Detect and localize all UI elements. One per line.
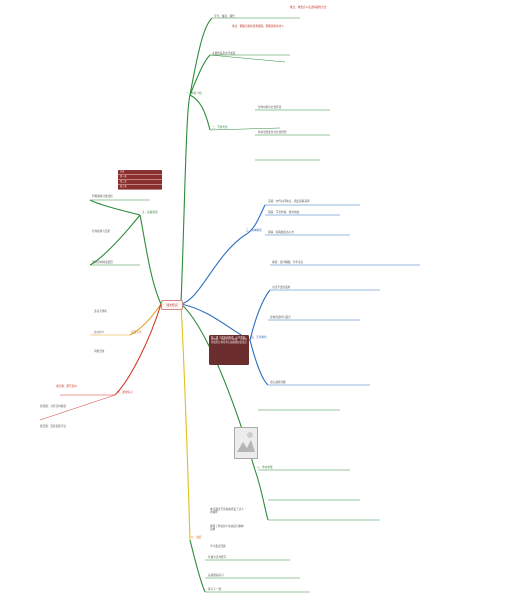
central-topic[interactable]: 课文知识 (161, 300, 183, 310)
sticker-line: 第一章 (118, 175, 162, 180)
node-top-green-2[interactable]: 主要作品及文学成就 (212, 52, 236, 55)
node-top-green-0[interactable]: 一、作者介绍 (186, 92, 202, 95)
node-blue-2[interactable]: 颔联：写景抒情，情景交融 (268, 211, 300, 214)
node-top-red-0[interactable]: 重点：把握诗歌的思想感情，理解意象的含义 (232, 25, 284, 28)
node-blue-4[interactable]: 尾联：直抒胸臆，升华主旨 (272, 261, 304, 264)
sticker-line: 第二章 (118, 180, 162, 185)
node-top-green-5[interactable]: 作者思想变化与仕途经历 (258, 131, 287, 134)
node-left-0[interactable]: 五、拓展阅读 (142, 211, 158, 214)
sticker-line: 第三章 (118, 185, 162, 190)
node-blue-0[interactable]: 三、文本解读 (246, 229, 262, 232)
node-blue-5[interactable]: 四、艺术特色 (251, 336, 267, 339)
node-bgreen-3[interactable]: 预习下一课 (208, 588, 221, 591)
node-blue-6[interactable]: 对比手法的运用 (272, 286, 291, 289)
node-left-1[interactable]: 同类题材诗歌比较 (92, 195, 113, 198)
node-top-green-4[interactable]: 创作时期与社会环境 (258, 106, 282, 109)
node-bgreen-2[interactable]: 完成课后练习 (208, 574, 224, 577)
node-red-3[interactable]: 鉴赏题：赏析表现手法 (40, 425, 66, 428)
node-red-2[interactable]: 简答题：分析诗句情感 (40, 405, 66, 408)
node-yellow-2[interactable]: 体现了作者的人生态度与精神追求 (210, 525, 244, 532)
sticker-line: 目录 (118, 170, 162, 175)
node-blue-7[interactable]: 意象的选择与组合 (270, 316, 291, 319)
node-red-0[interactable]: 六、课堂练习 (117, 391, 133, 394)
node-left-3[interactable]: 课外延伸阅读篇目 (92, 261, 113, 264)
node-blue-8[interactable]: 语言凝练含蓄 (270, 381, 286, 384)
illustration-image (234, 427, 258, 459)
node-yellow-0[interactable]: 七、总结 (191, 536, 202, 539)
node-blue-1[interactable]: 首联：交代时间地点，奠定感情基调 (268, 200, 310, 203)
sticker-note: 目录 第一章 第二章 第三章 (118, 170, 162, 190)
node-top-green-3[interactable]: 二、写作背景 (212, 126, 228, 129)
node-orange-0[interactable]: 易错字词 (131, 331, 142, 334)
node-yellow-3[interactable]: 学习要点回顾 (210, 545, 226, 548)
node-red-1[interactable]: 填空题：默写名句 (56, 385, 77, 388)
node-blue-3[interactable]: 颈联：借典故表达心志 (268, 231, 294, 234)
node-yellow-1[interactable]: 本诗通过写景叙事抒发了诗人的情怀 (210, 508, 244, 515)
summary-box[interactable]: 第二课 主要内容概述：从诗歌创作背景、作者生平与思想、艺术特色和历史地位等方面梳… (209, 335, 249, 365)
node-orange-3[interactable]: 词类活用 (94, 350, 105, 353)
node-orange-1[interactable]: 多音字辨析 (94, 310, 107, 313)
node-bgreen-0[interactable]: 八、作业布置 (257, 466, 273, 469)
node-orange-2[interactable]: 古今异义 (94, 331, 105, 334)
node-top-green-1[interactable]: 字号、籍贯、朝代 (214, 15, 235, 18)
node-top-red-1[interactable]: 难点：体会诗人表达情感的方式 (290, 6, 327, 9)
node-left-2[interactable]: 名句积累与赏析 (92, 230, 111, 233)
node-bgreen-1[interactable]: 背诵全诗并默写 (208, 556, 227, 559)
